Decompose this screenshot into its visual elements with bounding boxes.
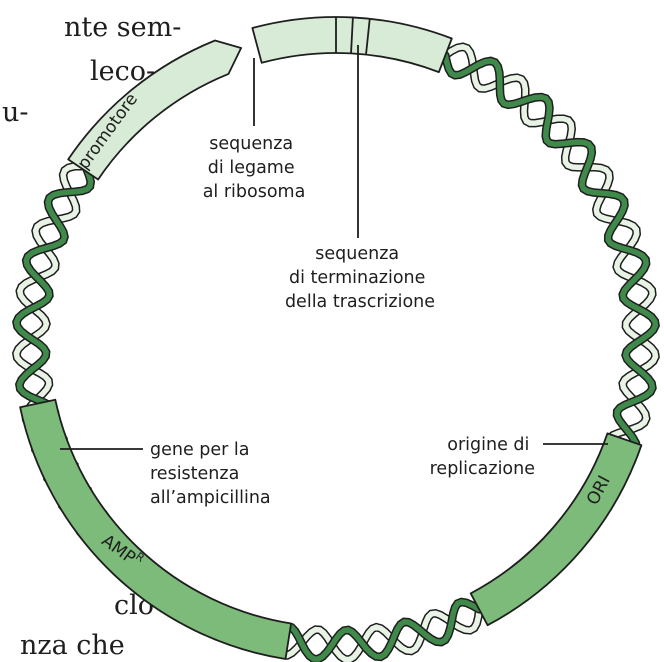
rbs-label: sequenza di legame al ribosoma — [203, 134, 306, 202]
rbs-label-line: al ribosoma — [203, 182, 306, 202]
terminator-label-line: della trascrizione — [285, 292, 435, 312]
book-text-top: nte sem- leco- u- — [2, 12, 181, 128]
book-text-bottom: clo- nza che — [20, 590, 163, 661]
segment-divider — [350, 17, 354, 54]
rbs-label-line: di legame — [208, 158, 295, 178]
amp-callout-label: gene per la resistenza all’ampicillina — [150, 440, 271, 508]
segment-divider — [365, 18, 371, 55]
amp-callout-line: all’ampicillina — [150, 488, 271, 508]
ampicillin-segment — [19, 398, 292, 660]
book-text-line: nza che — [20, 630, 125, 661]
helix-strand — [442, 52, 659, 447]
promoter-segment — [67, 39, 242, 181]
terminator-label: sequenza di terminazione della trascrizi… — [285, 244, 435, 312]
ori-callout-line: replicazione — [430, 459, 535, 479]
gene-segments — [19, 16, 643, 660]
book-text-line: u- — [2, 97, 29, 128]
book-text-line: nte sem- — [64, 12, 181, 43]
amp-callout-line: resistenza — [150, 464, 239, 484]
helix-strand — [442, 43, 659, 439]
amp-callout-line: gene per la — [150, 440, 250, 460]
terminator-label-line: di terminazione — [289, 268, 425, 288]
helix-strand — [288, 599, 482, 662]
ori-callout-label: origine di replicazione — [430, 435, 535, 479]
ori-callout-line: origine di — [447, 435, 529, 455]
ori-segment — [469, 432, 643, 627]
terminator-label-line: sequenza — [315, 244, 399, 264]
rbs-label-line: sequenza — [209, 134, 293, 154]
